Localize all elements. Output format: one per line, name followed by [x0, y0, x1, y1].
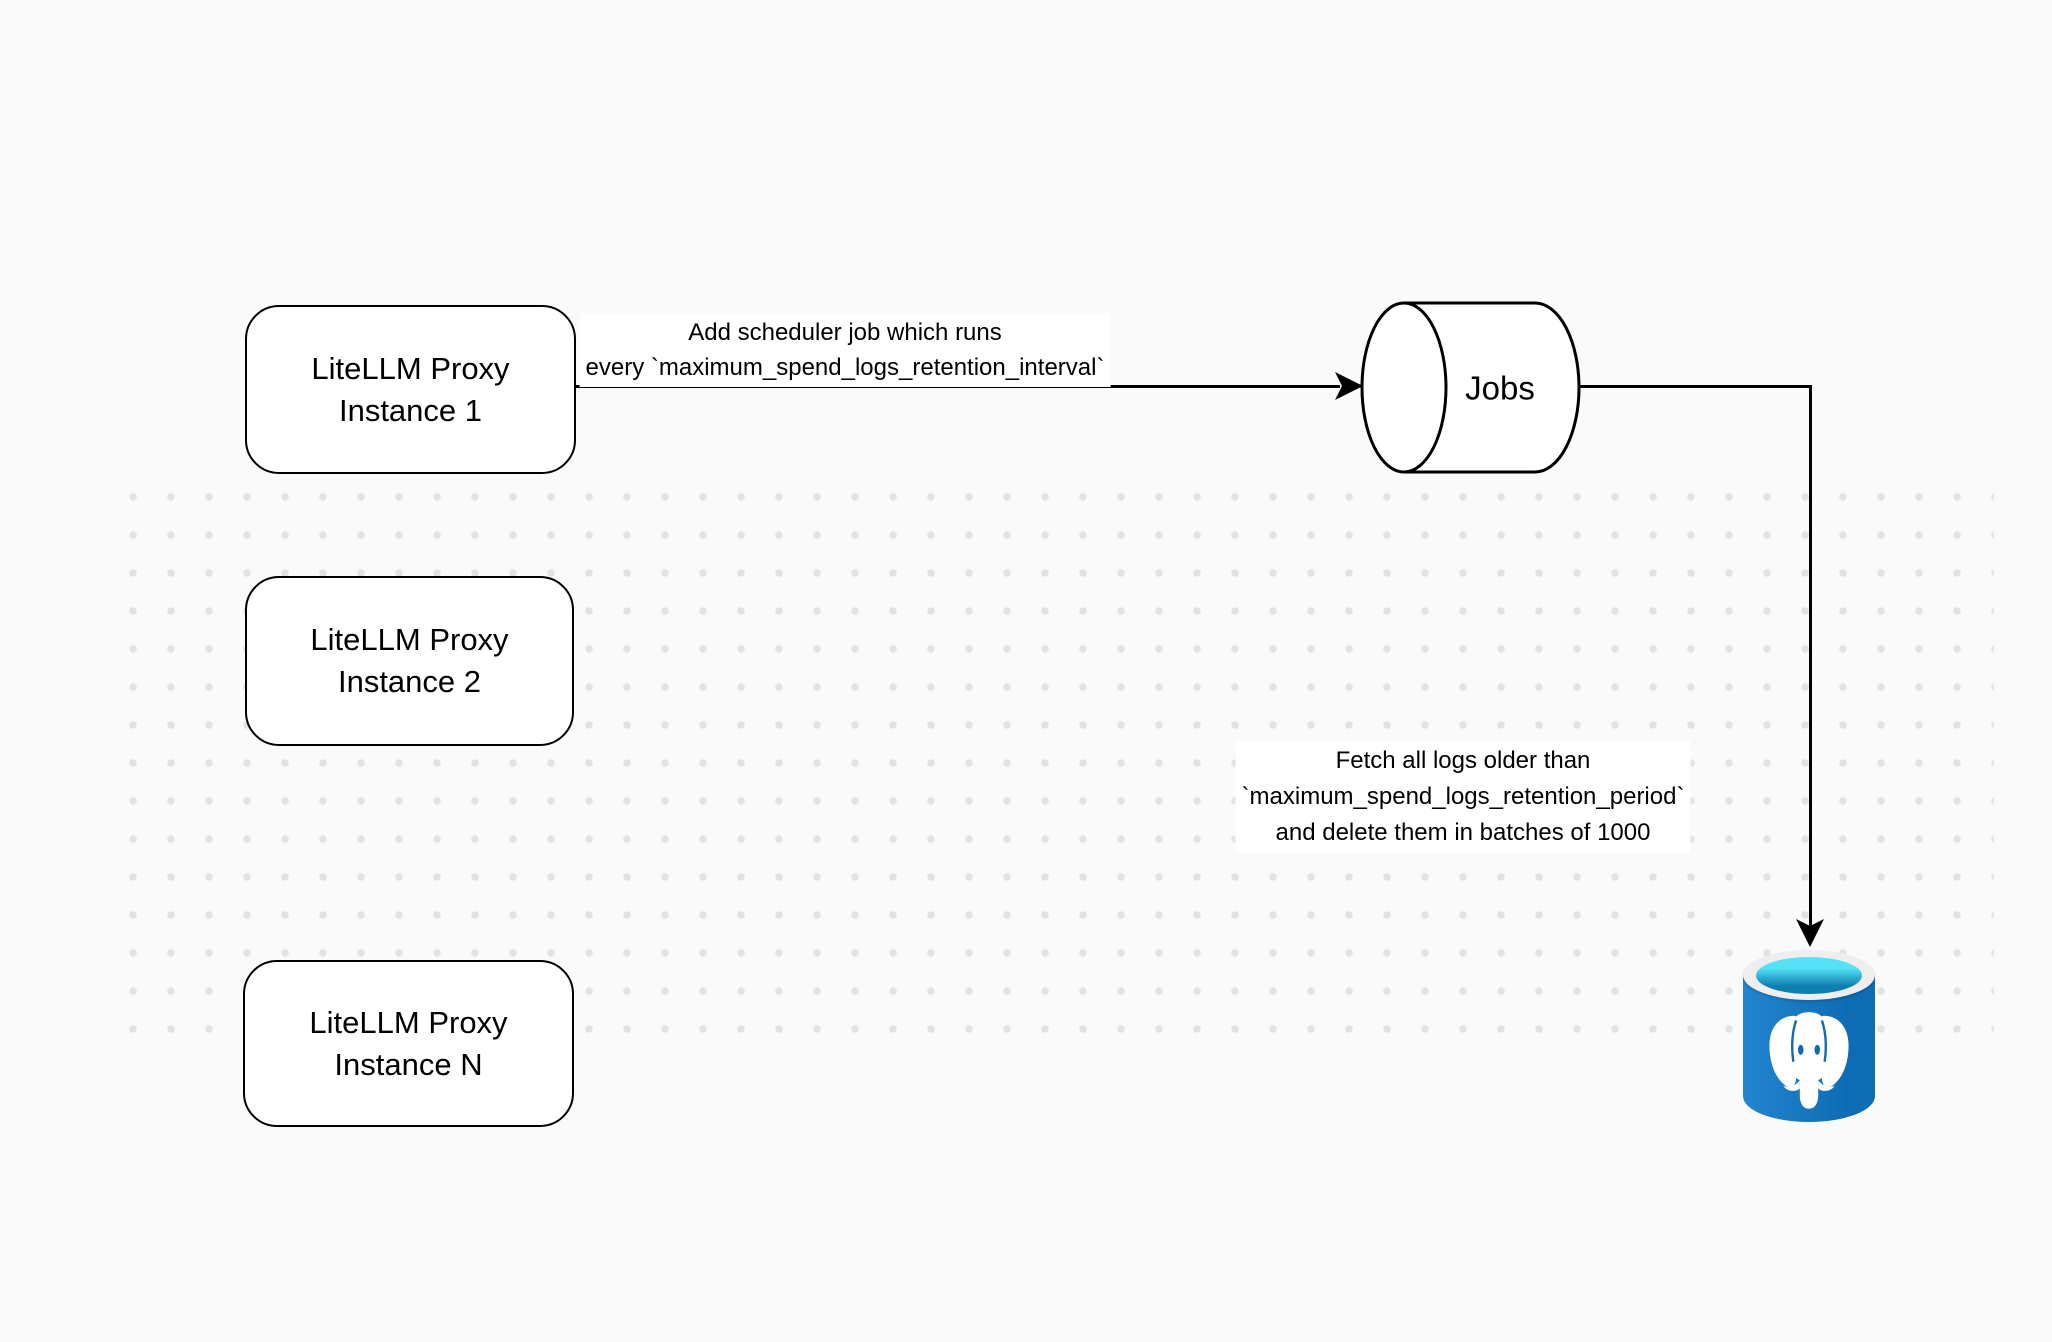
edge-label-line3: and delete them in batches of 1000 [1275, 819, 1651, 846]
datastore-cylinder-icon [1404, 301, 1581, 474]
edge-fetch-line-vertical [1808, 384, 1812, 927]
arrowhead-icon [1796, 919, 1824, 947]
edge-fetch-line-horizontal [1580, 384, 1810, 388]
edge-scheduler-label: Add scheduler job which runs every `maxi… [579, 313, 1111, 387]
edge-fetch-label: Fetch all logs older than `maximum_spend… [1235, 741, 1691, 853]
edge-label-line1: Add scheduler job which runs [688, 319, 1002, 346]
node-label-line2: Instance 2 [337, 664, 482, 699]
node-label-line2: Instance 1 [338, 392, 483, 428]
jobs-datastore: Jobs [1360, 301, 1581, 474]
node-label-line1: LiteLLM Proxy [309, 1004, 508, 1040]
node-label-line1: LiteLLM Proxy [310, 622, 509, 657]
node-litellm-proxy-instance-1: LiteLLM Proxy Instance 1 [245, 305, 576, 474]
node-litellm-proxy-instance-2: LiteLLM Proxy Instance 2 [245, 576, 574, 746]
node-litellm-proxy-instance-n: LiteLLM Proxy Instance N [243, 960, 574, 1127]
postgresql-database-icon [1743, 950, 1875, 1122]
arrowhead-icon [1335, 372, 1363, 400]
edge-label-line2: `maximum_spend_logs_retention_period` [1241, 783, 1685, 810]
edge-label-line2: every `maximum_spend_logs_retention_inte… [585, 354, 1105, 381]
edge-label-line1: Fetch all logs older than [1335, 747, 1591, 774]
node-label-line2: Instance N [334, 1046, 483, 1082]
jobs-node-label: Jobs [1465, 370, 1535, 407]
node-label-line1: LiteLLM Proxy [311, 350, 510, 386]
database-cylinder-top-liquid [1756, 957, 1862, 994]
postgres-elephant-icon [1769, 1012, 1849, 1109]
